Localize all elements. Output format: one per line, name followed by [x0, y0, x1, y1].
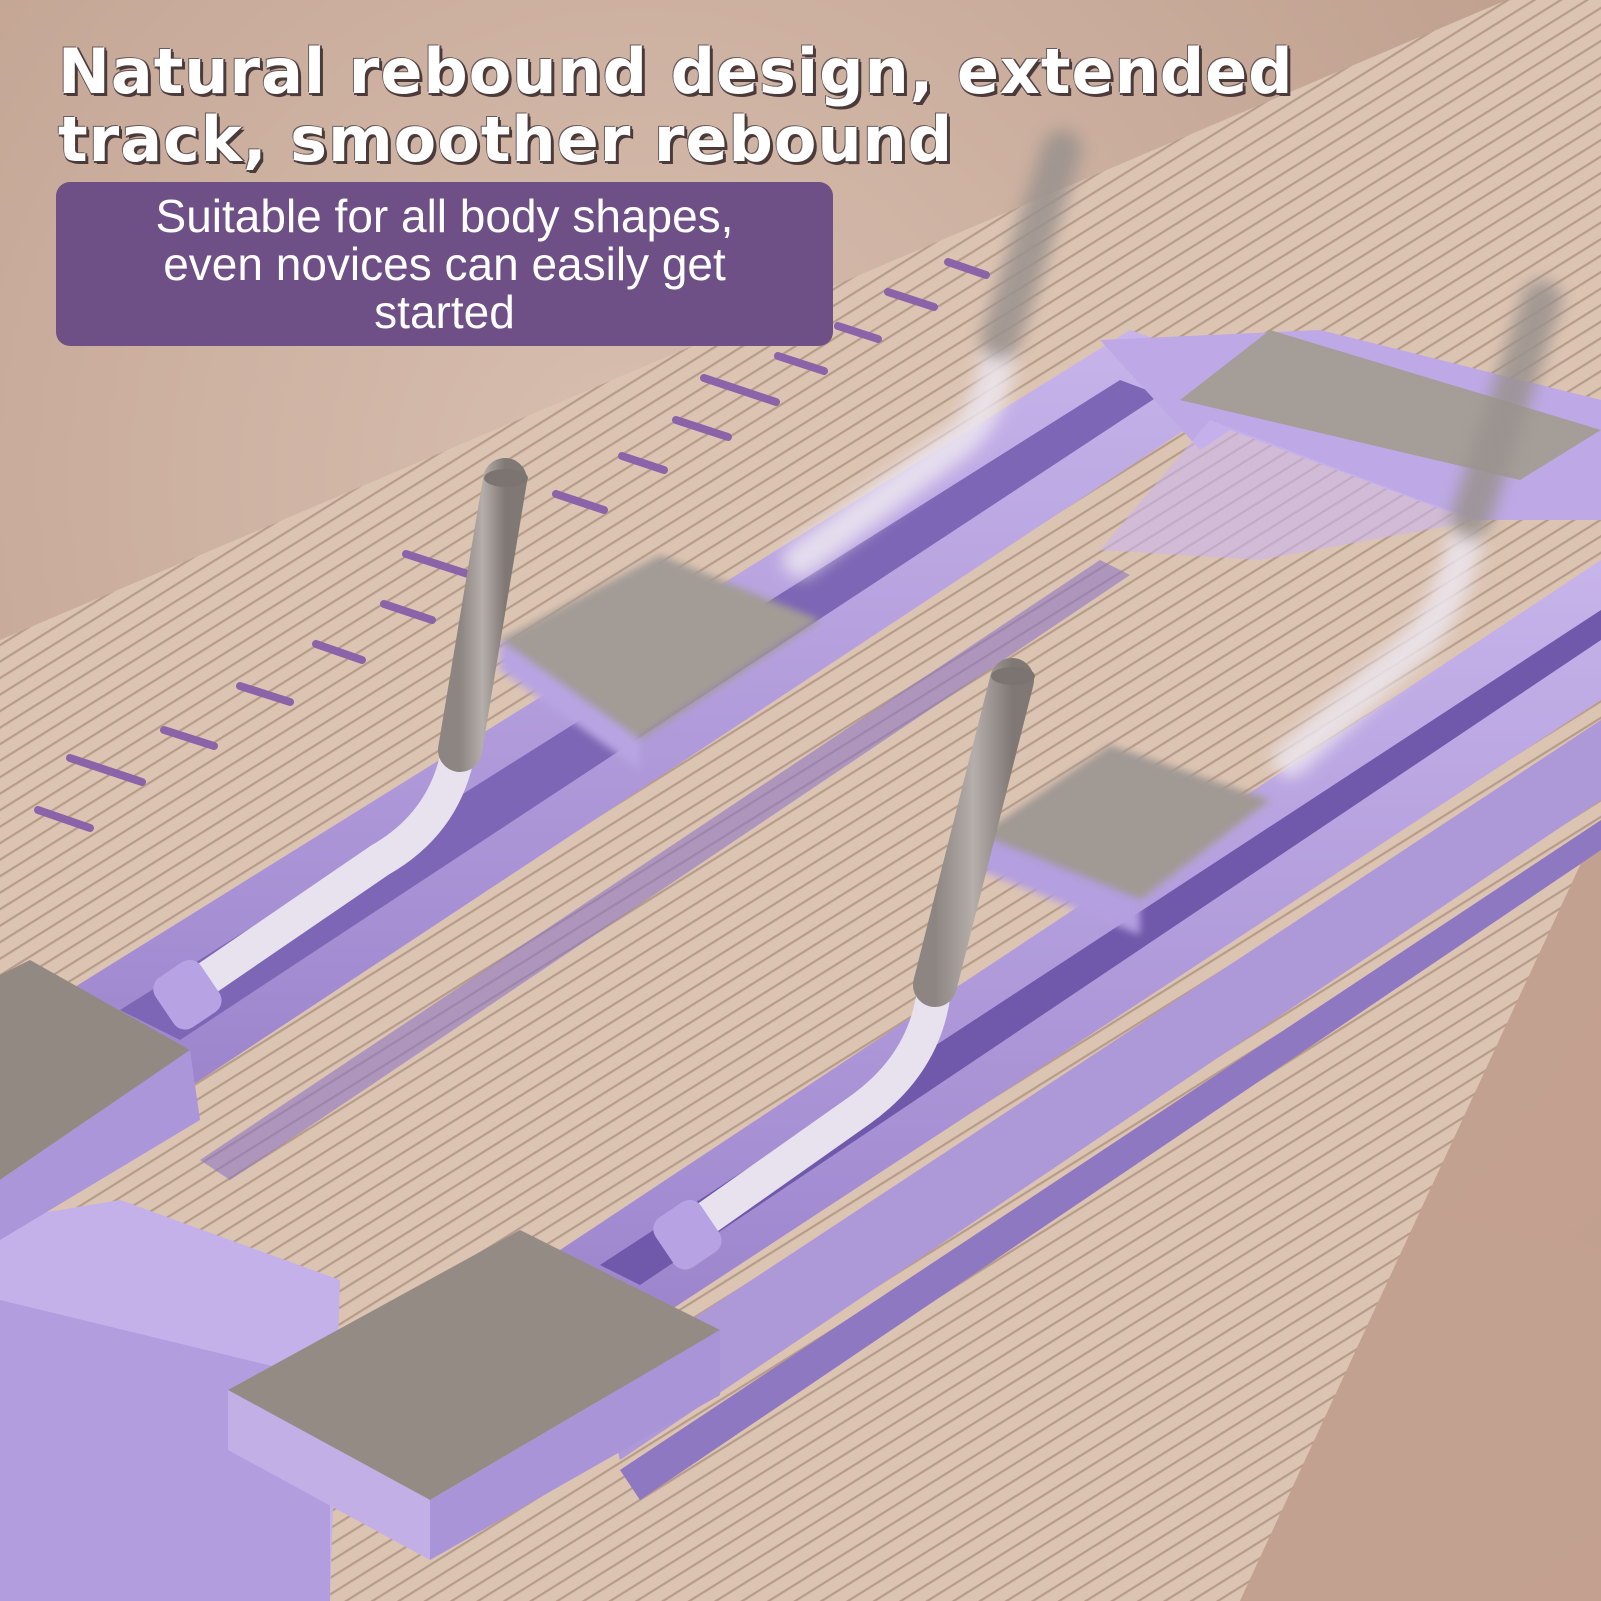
- headline: Natural rebound design, extended track, …: [58, 38, 1358, 174]
- headline-line-2: track, smoother rebound: [58, 103, 954, 176]
- push-handles: [153, 130, 1562, 1270]
- scale-marks: [34, 258, 990, 832]
- subtitle-badge: Suitable for all body shapes, even novic…: [56, 182, 833, 346]
- subtitle-text: Suitable for all body shapes, even novic…: [155, 190, 734, 338]
- headline-line-1: Natural rebound design, extended: [58, 35, 1294, 108]
